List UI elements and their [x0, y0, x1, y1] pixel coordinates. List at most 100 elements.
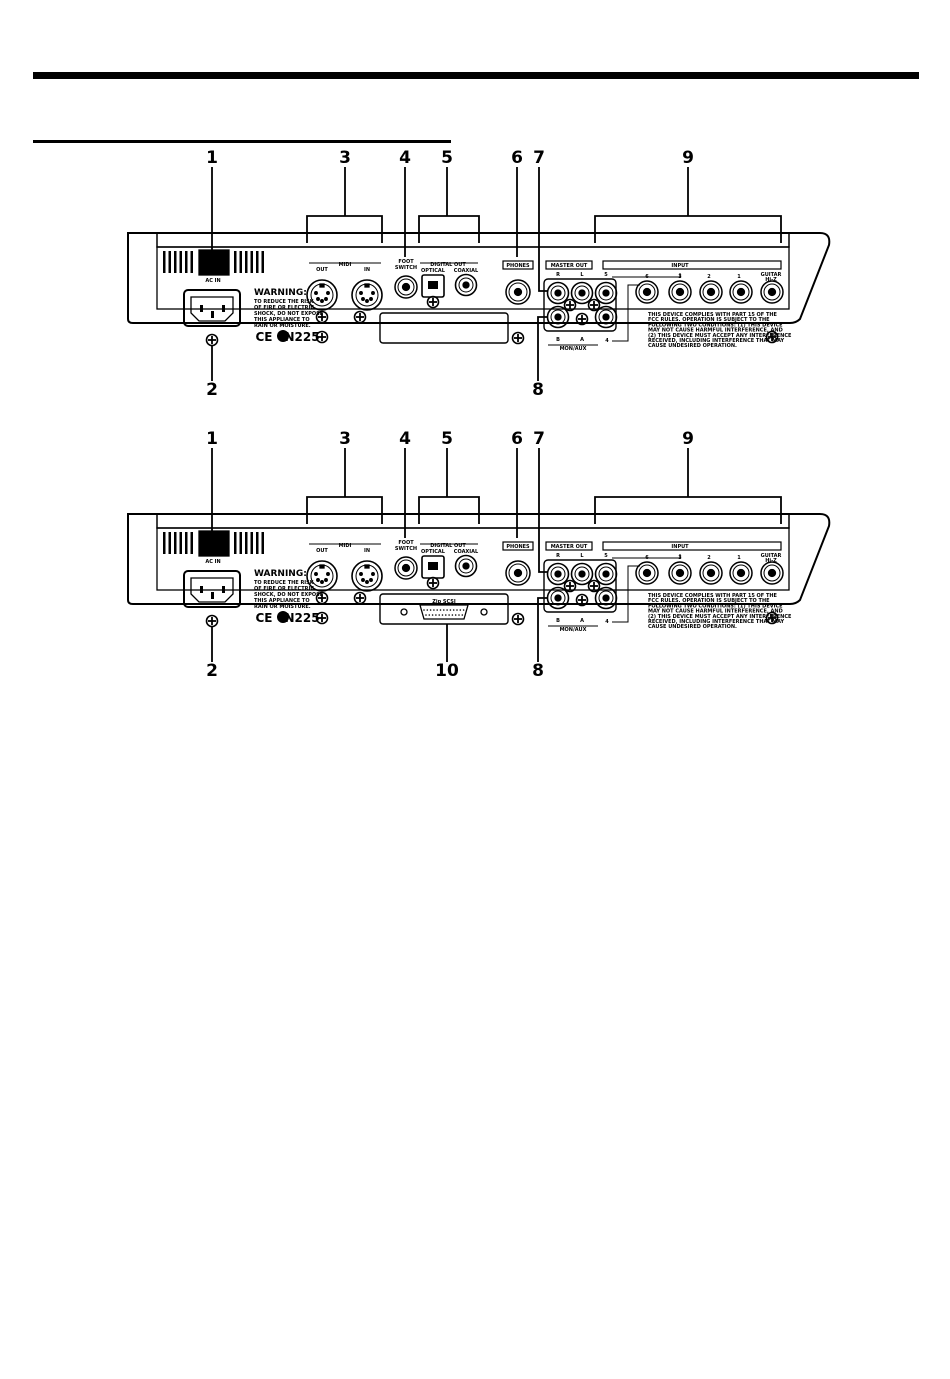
callout-7-line — [538, 167, 548, 292]
ac-pin — [200, 305, 203, 312]
callout-5: 5 — [441, 429, 453, 449]
scsi-pin — [452, 609, 455, 611]
din-pin — [326, 291, 330, 295]
din-pin — [371, 291, 375, 295]
screw-icon — [205, 614, 219, 628]
in3-label: 3 — [678, 274, 682, 280]
scsi-pin — [443, 609, 445, 611]
in3-label: 3 — [678, 555, 682, 561]
rca-ring — [598, 309, 614, 325]
jack-icon — [635, 280, 659, 304]
din-key — [364, 564, 370, 569]
input-label-box — [602, 541, 782, 551]
in5-label: 5 — [604, 272, 608, 278]
vent-slot — [190, 251, 193, 273]
master-out-label-box — [545, 541, 593, 551]
callout-2: 2 — [206, 661, 218, 681]
fcc-text: FCC RULES. OPERATION IS SUBJECT TO THE — [648, 598, 770, 604]
callout-3-bracket — [306, 215, 383, 243]
jack-hole — [736, 287, 746, 297]
jack-icon — [668, 561, 692, 585]
din-pin — [371, 572, 375, 576]
jack-ring — [638, 564, 656, 582]
scsi-pin — [426, 609, 429, 611]
coaxial-label: COAXIAL — [454, 268, 479, 274]
warning-text: THIS APPLIANCE TO — [254, 317, 310, 323]
jack-icon — [699, 280, 723, 304]
jack-ring — [397, 278, 415, 296]
in2-label: 2 — [707, 274, 711, 280]
jack-icon — [699, 561, 723, 585]
callout-5: 5 — [441, 148, 453, 168]
rca-block — [543, 559, 617, 613]
c-tick-mark-icon — [277, 611, 289, 623]
scsi-screw — [400, 608, 408, 616]
rca-jack-icon — [594, 562, 618, 586]
fcc-text: MAY NOT CAUSE HARMFUL INTERFERENCE, AND — [648, 328, 783, 334]
scsi-pin — [456, 609, 458, 611]
rca-pin — [602, 570, 610, 578]
scsi-pin — [448, 614, 450, 616]
callout-8: 8 — [532, 380, 544, 400]
input-label: INPUT — [671, 263, 689, 269]
ac-inlet-socket — [190, 296, 234, 322]
callout-5-bracket — [418, 215, 480, 243]
warning-text: OF FIRE OR ELECTRIC — [254, 305, 314, 311]
jack-ring — [671, 283, 689, 301]
ac-inlet — [183, 289, 241, 327]
fcc-text: CAUSE UNDESIRED OPERATION. — [648, 343, 737, 349]
in6-label: 6 — [645, 555, 649, 561]
jack-icon — [505, 560, 531, 586]
jack-icon — [760, 561, 784, 585]
vent-slot — [185, 532, 188, 554]
vent-slot — [234, 532, 237, 554]
ac-pin — [200, 586, 203, 593]
callout-2: 2 — [206, 380, 218, 400]
in4-label: 4 — [605, 338, 609, 344]
rca-pin — [602, 289, 610, 297]
scsi-pin — [429, 609, 432, 611]
rca-jack-icon — [454, 273, 478, 297]
warning-text: THIS APPLIANCE TO — [254, 598, 310, 604]
rca-ring — [598, 285, 614, 301]
fcc-text: CAUSE UNDESIRED OPERATION. — [648, 624, 737, 630]
warning-text: RAIN OR MOISTURE. — [254, 604, 311, 610]
din-pin — [320, 299, 324, 303]
l-label: L — [580, 272, 584, 278]
warning-text: TO REDUCE THE RISK — [254, 580, 315, 586]
jack-icon — [668, 280, 692, 304]
optical-shutter — [428, 281, 438, 289]
din-pin — [361, 578, 365, 582]
jack-hole — [642, 287, 652, 297]
scsi-pin — [425, 614, 427, 616]
ac-inlet — [183, 570, 241, 608]
rca-jack-icon — [570, 281, 594, 305]
scsi-pin — [462, 609, 465, 611]
scsi-screw — [480, 608, 488, 616]
callout-8-line — [537, 316, 548, 381]
rca-block — [543, 278, 617, 332]
din-pin — [316, 578, 320, 582]
vent-slot — [185, 251, 188, 273]
callout-9-bracket — [594, 215, 782, 243]
screw-icon — [575, 312, 589, 326]
r-label: R — [556, 272, 560, 278]
ac-pin — [211, 592, 214, 599]
foot-switch-label: SWITCH — [395, 265, 417, 271]
rca-pin — [554, 594, 562, 602]
n225-mark: N225 — [284, 330, 319, 344]
scsi-pin — [454, 614, 457, 616]
jack-icon — [505, 279, 531, 305]
screw-icon — [205, 333, 219, 347]
in1-label: 1 — [737, 555, 741, 561]
jack-hole — [767, 568, 777, 578]
power-switch — [198, 530, 230, 557]
din-pin — [361, 297, 365, 301]
jack-ring — [702, 564, 720, 582]
scsi-pin — [441, 614, 444, 616]
rear-panel-face — [156, 527, 790, 591]
input4-route-line — [612, 565, 640, 623]
rca-jack-icon — [594, 305, 618, 329]
input-label: INPUT — [671, 544, 689, 550]
callout-8-line — [537, 597, 548, 662]
